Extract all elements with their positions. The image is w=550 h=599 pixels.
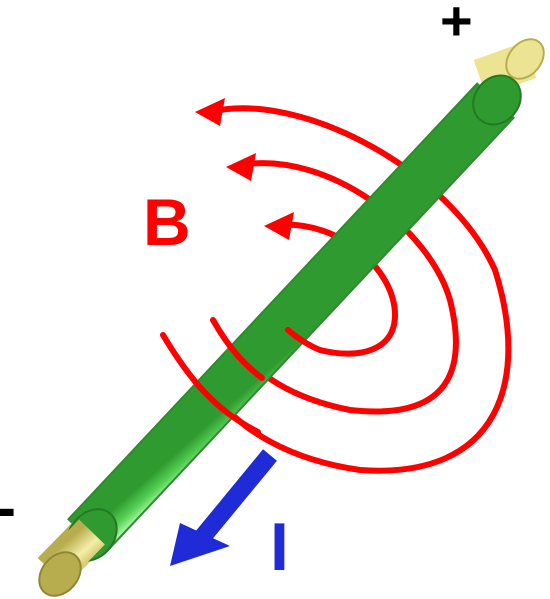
negative-terminal-label: - — [0, 474, 16, 541]
wire — [37, 38, 545, 597]
arrow-down-left-icon — [170, 449, 277, 566]
current-arrow-shaft — [193, 449, 277, 546]
current-label: I — [270, 509, 289, 585]
field-lines-back — [207, 105, 512, 474]
field-label: B — [143, 185, 191, 259]
arrow-head-icon — [226, 153, 256, 181]
field-line-middle-back — [232, 160, 459, 415]
arrow-head-icon — [195, 98, 225, 126]
positive-terminal-label: + — [440, 0, 473, 52]
field-line-inner-back — [275, 221, 399, 357]
conductor-top-cap — [505, 38, 545, 80]
insulation-top-face — [472, 74, 522, 126]
field-line-outer-front — [160, 332, 261, 435]
field-line-outer-back — [207, 105, 512, 474]
conductor-bottom-cap — [38, 551, 82, 597]
field-arrowheads — [195, 98, 294, 240]
current-arrow-head — [170, 523, 230, 566]
field-lines-front — [160, 317, 323, 435]
insulation-body — [68, 83, 514, 554]
field-line-inner-front — [285, 327, 323, 353]
arrow-head-icon — [264, 212, 294, 240]
field-line-middle-front — [210, 317, 265, 381]
